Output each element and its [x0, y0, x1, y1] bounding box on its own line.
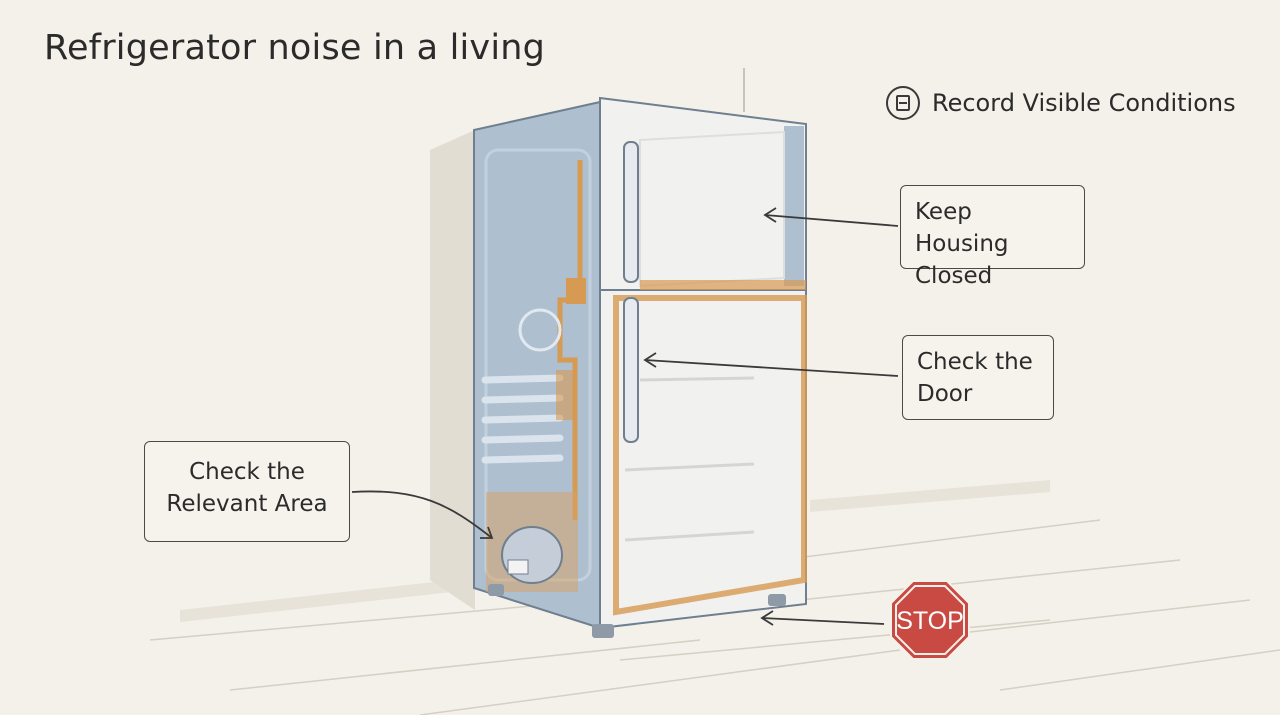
- callout-line: Relevant Area: [166, 491, 328, 517]
- freezer-door-edge: [784, 126, 804, 286]
- callout-line: Check the: [189, 459, 305, 485]
- stop-sign-text: STOP: [896, 607, 964, 635]
- legend: Record Visible Conditions: [886, 86, 1236, 120]
- condenser-coils: [481, 374, 564, 464]
- callout-check-relevant-area: Check the Relevant Area: [144, 441, 350, 542]
- arrow-stop-head: [760, 610, 774, 626]
- baseboard-right: [810, 480, 1050, 512]
- tube-valve: [566, 278, 586, 304]
- page-title: Refrigerator noise in a living: [44, 28, 546, 68]
- freezer-handle: [623, 141, 639, 283]
- fridge-shadow: [430, 130, 475, 610]
- callout-line: Check the: [917, 349, 1033, 375]
- callout-line: Keep Housing: [915, 199, 1009, 257]
- arrow-door-head: [643, 352, 657, 368]
- callout-line: Door: [917, 381, 973, 407]
- callout-keep-housing-closed: Keep Housing Closed: [900, 185, 1085, 289]
- leader-arrows: [351, 207, 899, 626]
- arrow-area-head: [480, 526, 494, 539]
- compressor: [501, 526, 563, 584]
- fridge-gasket: [613, 295, 807, 616]
- freezer-interior-lines: [639, 130, 785, 288]
- arrow-housing-head: [763, 207, 777, 223]
- fan-icon: [518, 308, 562, 352]
- floor-planks: [149, 519, 1280, 715]
- arrow-area: [351, 490, 493, 539]
- arrow-door: [644, 359, 899, 377]
- callout-check-door: Check the Door: [902, 335, 1054, 420]
- coil-highlight: [556, 370, 576, 420]
- baseboard-left: [180, 578, 470, 622]
- freezer-gasket: [640, 280, 806, 290]
- compressor-label: [507, 559, 529, 575]
- fridge-foot: [592, 624, 614, 638]
- fridge-shelves: [624, 376, 755, 542]
- fridge-foot-right: [768, 594, 786, 606]
- fridge-foot-back: [488, 584, 504, 596]
- arrow-stop: [761, 617, 885, 625]
- callout-line: Closed: [915, 263, 993, 289]
- record-clipboard-icon: [886, 86, 920, 120]
- arrow-housing: [764, 214, 899, 227]
- fridge-handle: [623, 297, 639, 443]
- legend-text: Record Visible Conditions: [932, 89, 1236, 117]
- stop-sign-icon: STOP: [890, 580, 970, 660]
